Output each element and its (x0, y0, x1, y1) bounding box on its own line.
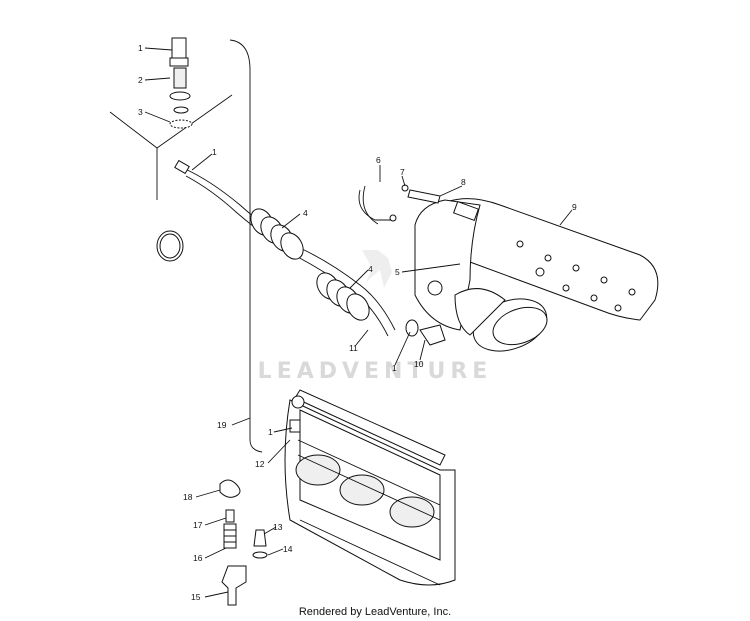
callout-19: 19 (217, 420, 227, 430)
callout-13: 13 (273, 522, 283, 532)
callout-3: 3 (138, 107, 143, 117)
callout-8: 8 (461, 177, 466, 187)
callout-2: 2 (138, 75, 143, 85)
watermark-text: LEADVENTURE (258, 359, 493, 384)
watermark-logo (362, 250, 392, 288)
small-parts (219, 479, 268, 606)
callout-labels: 1 2 3 1 4 4 5 6 7 8 9 10 11 1 19 1 12 18… (138, 43, 577, 602)
leader-lines (144, 47, 573, 598)
callout-1-top: 1 (138, 43, 143, 53)
callout-1-head: 1 (268, 427, 273, 437)
callout-4-lower: 4 (368, 264, 373, 274)
callout-10: 10 (414, 359, 424, 369)
hull-outline (109, 39, 263, 453)
sleeve-ring (156, 230, 184, 262)
callout-12: 12 (255, 459, 265, 469)
callout-18: 18 (183, 492, 193, 502)
callout-1-hose: 1 (212, 147, 217, 157)
exhaust-hose-assembly (174, 159, 419, 337)
callout-4-upper: 4 (303, 208, 308, 218)
callout-15: 15 (191, 592, 201, 602)
callout-16: 16 (193, 553, 203, 563)
callout-1-clamp: 1 (392, 363, 397, 373)
exhaust-manifold-assembly (358, 184, 659, 352)
footer-credit: Rendered by LeadVenture, Inc. (299, 606, 451, 618)
callout-11: 11 (349, 343, 358, 353)
callout-5: 5 (395, 267, 400, 277)
engine-cylinder-block (284, 389, 456, 586)
callout-17: 17 (193, 520, 203, 530)
fill-fitting-assembly (169, 37, 193, 129)
callout-14: 14 (283, 544, 293, 554)
callout-6: 6 (376, 155, 381, 165)
callout-7: 7 (400, 167, 405, 177)
callout-9: 9 (572, 202, 577, 212)
